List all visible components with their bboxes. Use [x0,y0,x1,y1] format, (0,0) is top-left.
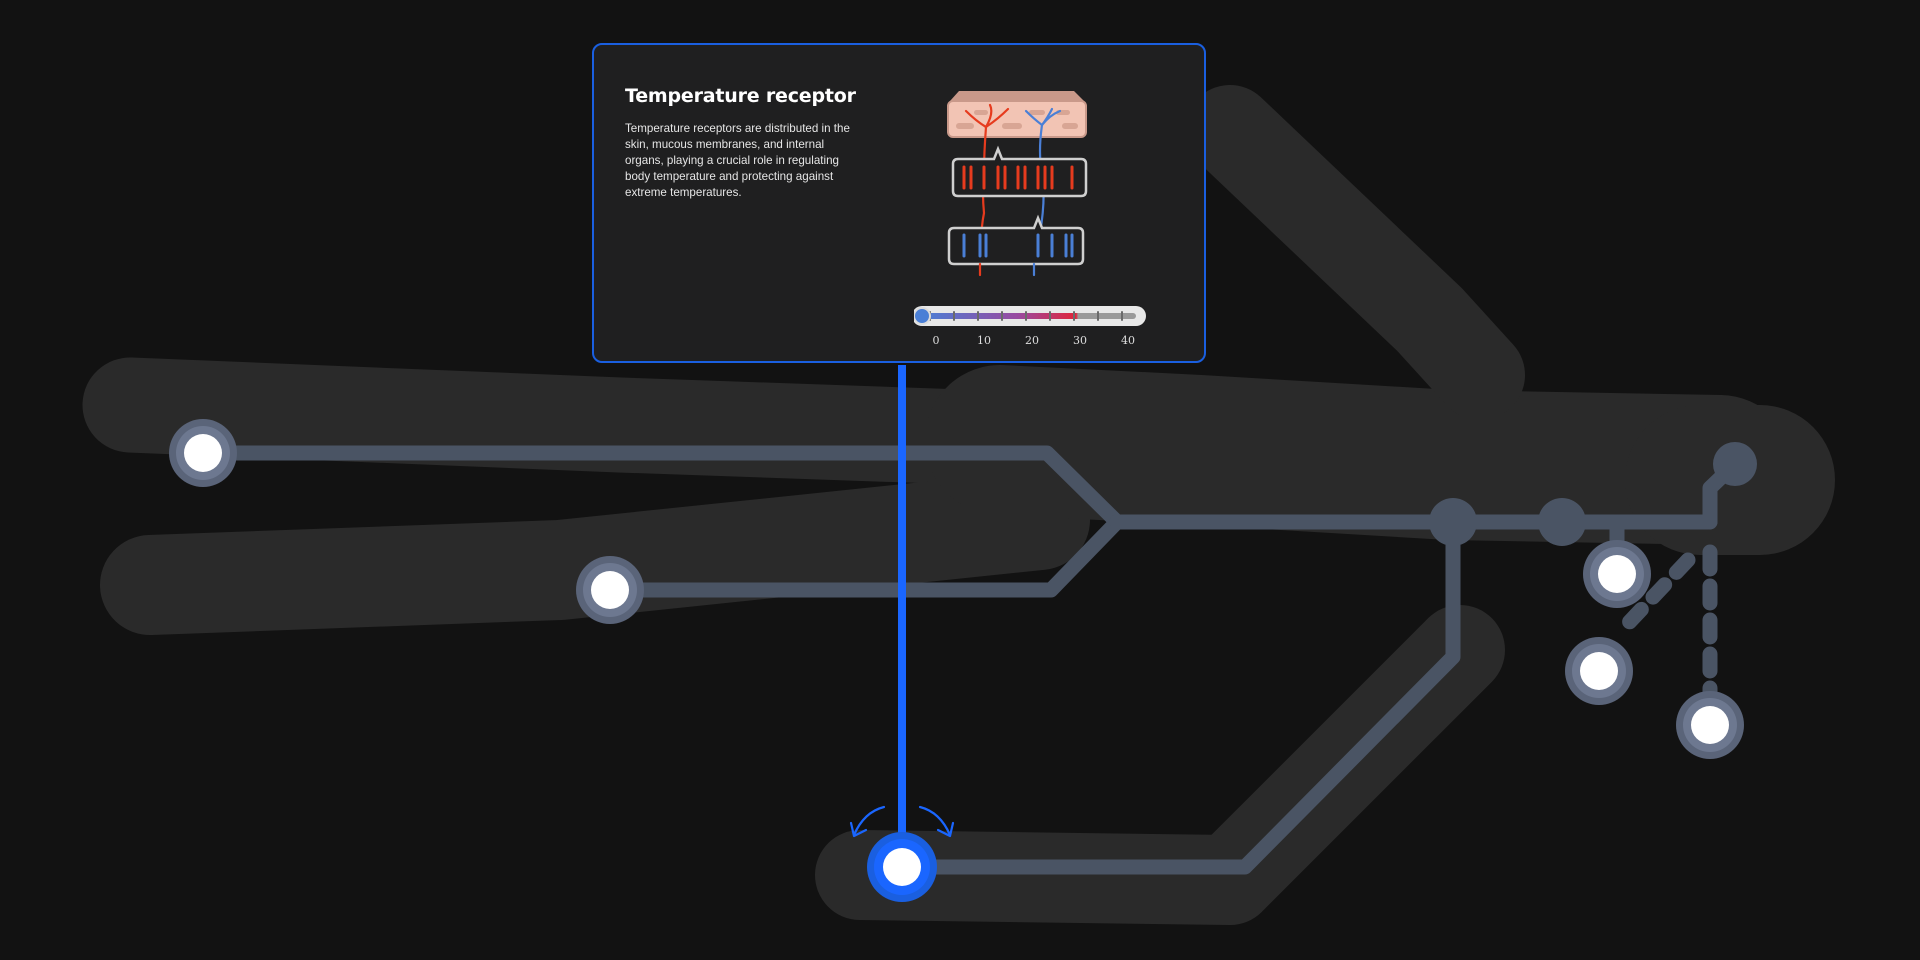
line-leg [894,514,1461,875]
thermometer-slider[interactable] [914,306,1146,326]
line-upper-arm [195,445,1125,530]
head-node-upper[interactable] [1583,540,1651,608]
joint-shoulder [1538,498,1586,546]
joint-head-top [1713,442,1757,486]
foot-node[interactable] [867,832,937,902]
silhouette-arm-upper [82,357,1098,488]
thermometer-label-20: 20 [1025,334,1039,347]
rotate-left-arrow-icon[interactable] [849,805,886,838]
thermometer-handle[interactable] [914,307,931,325]
cold-box-outline [947,214,1085,266]
skin-block-top [950,91,1084,101]
head-node-middle[interactable] [1565,637,1633,705]
node-dot [1598,555,1636,593]
silhouette-raised-arm [1185,85,1525,420]
silhouette-arm-lower [100,470,1090,635]
skin-cell [1029,110,1045,115]
skin-cell [974,110,988,115]
thermometer-label-10: 10 [977,334,991,347]
skin-cell [1062,123,1078,129]
thermometer-label-30: 30 [1073,334,1087,347]
skin-block-body [947,100,1087,138]
left-hand-node[interactable] [169,419,237,487]
joints [1429,442,1757,546]
line-lower-arm [602,514,1125,598]
silhouette-leg [815,605,1505,925]
cold-branch [1040,109,1062,127]
thermometer-label-40: 40 [1121,334,1135,347]
skeleton-lines [195,445,1743,875]
node-dot [1580,652,1618,690]
joint-hip [1429,498,1477,546]
rotate-right-arrow-icon[interactable] [918,805,955,838]
node-dot [1691,706,1729,744]
right-hand-node[interactable] [576,556,644,624]
rotate-left-arc [852,805,886,837]
rotate-right-arc [918,805,952,837]
card-title: Temperature receptor [625,85,856,107]
thermometer-fill [922,313,1136,319]
silhouette-torso [925,365,1795,545]
node-dot [184,434,222,472]
card-description: Temperature receptors are distributed in… [625,122,850,199]
cold-signal-box [947,214,1085,266]
rotate-left-head [849,821,868,838]
head-node-lower[interactable] [1676,691,1744,759]
receptor-illustration: 0 10 20 30 40 [914,91,1146,347]
node-dot [591,571,629,609]
warm-signal-box [951,145,1088,198]
line-head-diagonal [1612,552,1696,640]
skin-cell [1002,123,1022,129]
node-dot [883,848,921,886]
thermometer-label-0: 0 [933,334,940,347]
skin-cell [956,123,974,129]
warm-branch [984,107,1010,129]
info-card: Temperature receptor Temperature recepto… [592,43,1206,363]
rotate-right-head [936,821,955,838]
